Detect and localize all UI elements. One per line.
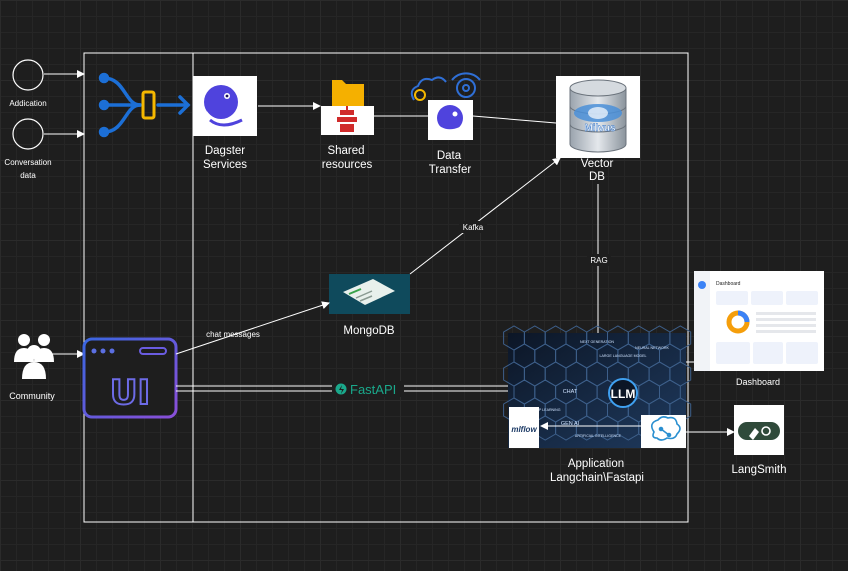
dashboard-node[interactable]: Dashboard	[694, 271, 824, 371]
fastapi-badge: FastAPI	[335, 382, 396, 397]
application-label-line1: Application	[568, 458, 624, 470]
dashboard-label: Dashboard	[736, 377, 780, 387]
llm-center-circle	[608, 378, 638, 408]
llm-center-label: LLM	[611, 387, 636, 401]
llm-tag-label: GEN AI	[561, 421, 580, 427]
community-label: Community	[9, 391, 55, 401]
langsmith-logo-icon	[738, 422, 780, 440]
llm-tag-labels: NEXT GENERATION LARGE LANGUAGE MODEL NEURA…	[531, 340, 669, 438]
mongodb-card-icon	[343, 279, 395, 305]
ui-node[interactable]: UI	[82, 337, 178, 419]
edge-mongodb-to-vector-db	[409, 157, 561, 275]
llm-tag-label: ARTIFICIAL INTELLIGENCE	[575, 434, 622, 438]
edge-transfer-to-vector-db	[472, 115, 557, 124]
llm-tag-label: CHAT	[563, 389, 578, 395]
dagster-label-line2: Services	[203, 159, 247, 171]
vector-db-label-line1: Vector	[581, 158, 614, 170]
dagster-label-line1: Dagster	[205, 145, 245, 157]
llm-tag-label: LARGE LANGUAGE MODEL	[600, 354, 647, 358]
vector-db-label-line2: DB	[589, 171, 605, 183]
llm-tag-label: DEEP LEARNING	[531, 408, 560, 412]
shared-resources-label-line2: resources	[322, 159, 373, 171]
llm-tag-label: NEURAL NETWORK	[635, 346, 669, 350]
application-label-line2: Langchain\Fastapi	[550, 472, 644, 484]
addication-label: Addication	[9, 99, 46, 108]
conversation-input-circle	[12, 118, 44, 150]
shared-resources-node[interactable]	[321, 80, 374, 135]
application-node[interactable]: NEXT GENERATION LARGE LANGUAGE MODEL NEURA…	[503, 325, 692, 448]
edge-ui-to-mongodb	[175, 301, 330, 355]
edge-label-fastapi: FastAPI	[350, 382, 396, 397]
hadoop-share-icon	[337, 106, 357, 132]
edge-label-chat-messages: chat messages	[206, 330, 260, 339]
dashboard-avatar	[698, 281, 706, 289]
brain-network-icon	[650, 416, 681, 441]
llm-tag-label: NEXT GENERATION	[580, 340, 614, 344]
folder-icon	[332, 80, 364, 106]
dagster-node[interactable]	[193, 76, 257, 136]
langsmith-node[interactable]	[734, 405, 784, 455]
langsmith-label: LangSmith	[732, 464, 787, 476]
pipeline-merge-icon	[98, 72, 191, 138]
edge-label-rag: RAG	[590, 256, 607, 265]
data-transfer-label-line1: Data	[437, 150, 462, 162]
ui-icon-text: UI	[110, 373, 150, 413]
milvus-logo-text: Milvus	[584, 123, 616, 134]
shared-resources-label-line1: Shared	[327, 145, 364, 157]
database-cylinder-icon	[569, 79, 627, 153]
dagster-transfer-icon	[437, 105, 463, 132]
mlflow-logo-text: mlflow	[511, 425, 537, 434]
mongodb-node[interactable]	[329, 274, 410, 314]
vector-db-node[interactable]: Milvus	[556, 76, 640, 158]
data-transfer-node[interactable]	[410, 72, 481, 140]
data-transfer-label-line2: Transfer	[429, 164, 472, 176]
conversation-label-line2: data	[20, 171, 36, 180]
dagster-octopus-icon	[204, 85, 243, 127]
community-people-icon	[14, 334, 54, 379]
mongodb-label: MongoDB	[343, 325, 394, 337]
addication-input-circle	[12, 59, 44, 91]
dashboard-mini-title: Dashboard	[716, 281, 741, 287]
cloud-gears-icon	[410, 72, 481, 101]
outer-frame	[83, 52, 689, 523]
edge-label-kafka: Kafka	[463, 223, 484, 232]
conversation-label-line1: Conversation	[4, 158, 51, 167]
